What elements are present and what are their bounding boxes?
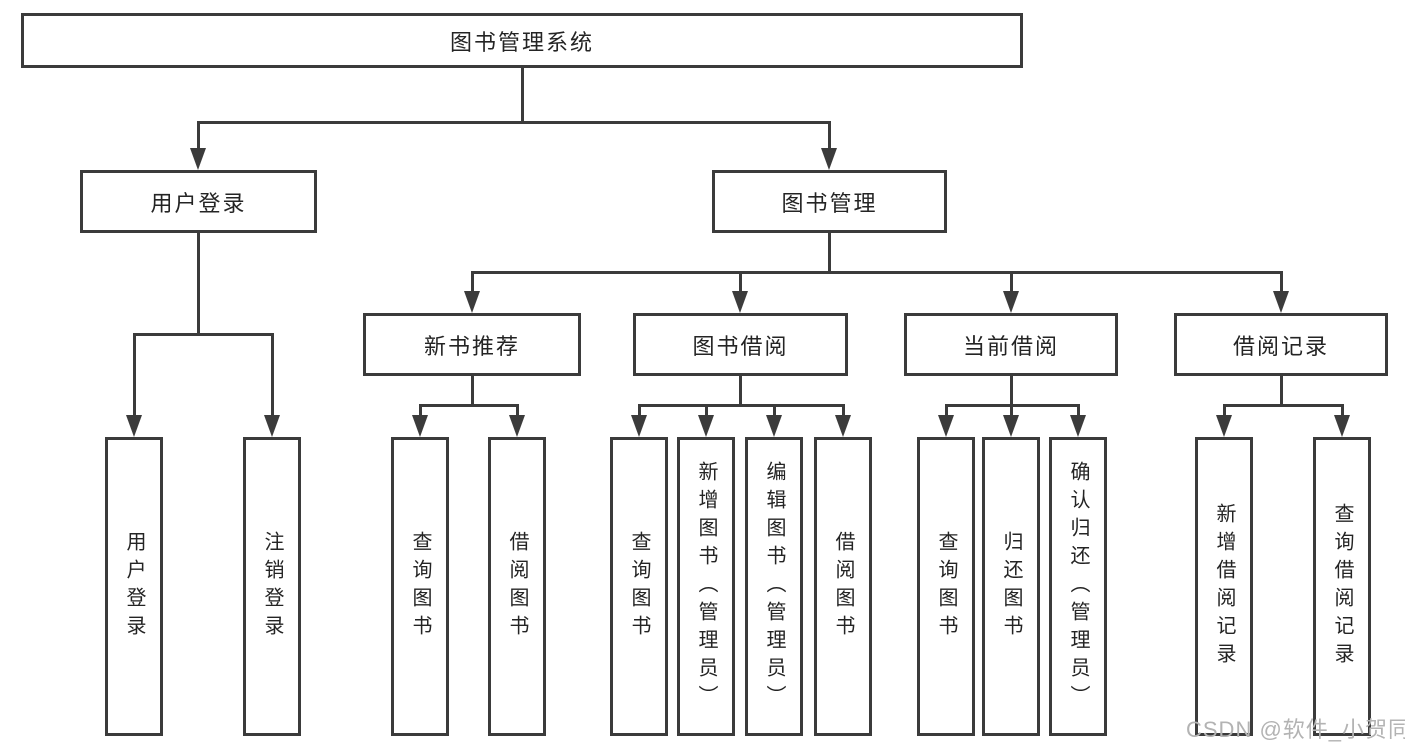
connector-line [1010,271,1013,295]
arrowhead-icon [1070,415,1086,437]
connector-line [471,376,474,407]
connector-line [419,404,422,417]
arrowhead-icon [732,291,748,313]
connector-line [828,121,831,150]
connector-line [1341,404,1344,417]
connector-line [133,333,274,336]
arrowhead-icon [190,148,206,170]
leaf-rec-borrow-books: 借阅图书 [488,437,546,736]
arrowhead-icon [126,415,142,437]
connector-line [471,271,474,295]
connector-line [638,404,844,407]
connector-line [739,376,742,407]
node-user-login: 用户登录 [80,170,317,233]
connector-line [197,233,200,336]
leaf-cb-confirm-return-admin: 确认归还（管理员） [1049,437,1107,736]
connector-line [197,121,200,150]
connector-line [842,404,845,417]
arrowhead-icon [766,415,782,437]
connector-line [516,404,519,417]
connector-line [471,271,1282,274]
connector-line [1280,271,1283,295]
arrowhead-icon [1216,415,1232,437]
connector-line [945,404,948,417]
arrowhead-icon [264,415,280,437]
arrowhead-icon [1273,291,1289,313]
connector-line [521,68,524,124]
node-borrow-records: 借阅记录 [1174,313,1388,376]
connector-line [1223,404,1343,407]
arrowhead-icon [464,291,480,313]
leaf-bb-edit-books-admin: 编辑图书（管理员） [745,437,803,736]
arrowhead-icon [1334,415,1350,437]
arrowhead-icon [698,415,714,437]
leaf-br-query-record: 查询借阅记录 [1313,437,1371,736]
node-book-management: 图书管理 [712,170,947,233]
connector-line [739,271,742,295]
connector-line [419,404,518,407]
connector-line [828,233,831,274]
leaf-bb-query-books: 查询图书 [610,437,668,736]
leaf-rec-query-books: 查询图书 [391,437,449,736]
node-new-book-recommend: 新书推荐 [363,313,581,376]
node-root: 图书管理系统 [21,13,1023,68]
connector-line [1223,404,1226,417]
leaf-br-add-record: 新增借阅记录 [1195,437,1253,736]
arrowhead-icon [938,415,954,437]
leaf-cb-return-books: 归还图书 [982,437,1040,736]
connector-line [271,333,274,417]
node-current-borrow: 当前借阅 [904,313,1118,376]
connector-line [197,121,831,124]
connector-line [1010,404,1013,417]
arrowhead-icon [1003,291,1019,313]
leaf-bb-borrow-books: 借阅图书 [814,437,872,736]
arrowhead-icon [835,415,851,437]
arrowhead-icon [509,415,525,437]
connector-line [1010,376,1013,407]
connector-line [638,404,641,417]
connector-line [1077,404,1080,417]
arrowhead-icon [821,148,837,170]
connector-line [705,404,708,417]
leaf-cb-query-books: 查询图书 [917,437,975,736]
leaf-logout: 注销登录 [243,437,301,736]
arrowhead-icon [1003,415,1019,437]
watermark: CSDN @软件_小贺同学 [1186,717,1405,742]
connector-line [773,404,776,417]
leaf-user-login: 用户登录 [105,437,163,736]
arrowhead-icon [631,415,647,437]
arrowhead-icon [412,415,428,437]
node-book-borrow: 图书借阅 [633,313,848,376]
leaf-bb-add-books-admin: 新增图书（管理员） [677,437,735,736]
connector-line [1280,376,1283,407]
connector-line [133,333,136,417]
